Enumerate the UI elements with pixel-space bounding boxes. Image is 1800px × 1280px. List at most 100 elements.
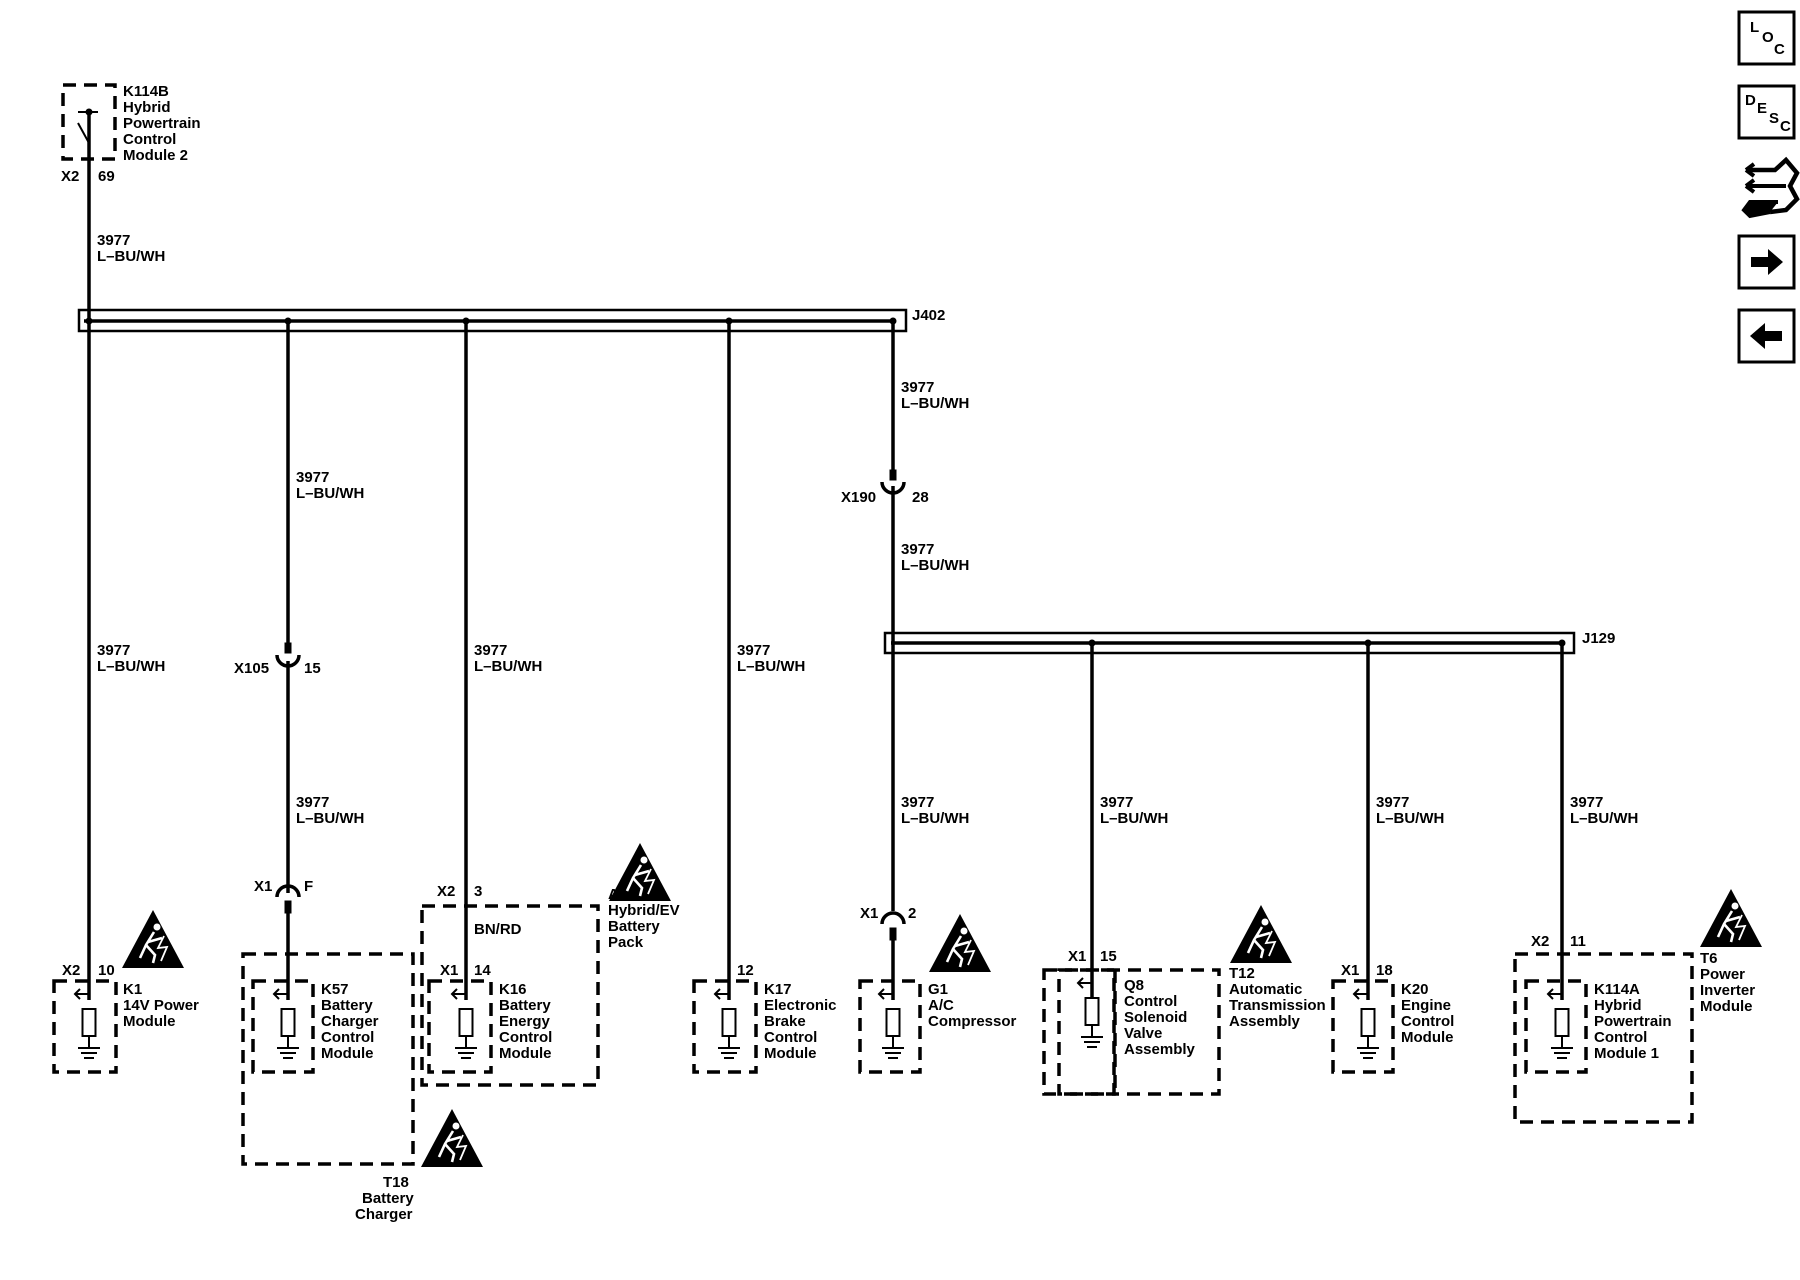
k16-label-0: K16: [499, 981, 527, 998]
a4-label-1: Hybrid/EV: [608, 902, 680, 919]
x190-connector-label: X190: [841, 489, 876, 506]
module-k17: 12 K17 Electronic Brake Control Module: [692, 962, 837, 1074]
a4-label-2: Battery: [608, 918, 660, 935]
loc-letter-l: L: [1750, 19, 1759, 36]
k20-label-3: Module: [1401, 1029, 1454, 1046]
k114a-connector-label: X2: [1531, 933, 1549, 950]
svg-text:L–BU/WH: L–BU/WH: [1100, 810, 1168, 827]
connector-icon[interactable]: [1741, 156, 1800, 219]
high-voltage-warning-icon: [120, 908, 186, 970]
k1-pin-label: 10: [98, 962, 115, 979]
k17-label-1: Electronic: [764, 997, 837, 1014]
x190-pin-label: 28: [912, 489, 929, 506]
k1-label-0: K1: [123, 981, 142, 998]
desc-letter-c: C: [1780, 118, 1791, 135]
t6-label-1: Power: [1700, 966, 1745, 983]
high-voltage-warning-icon: [927, 912, 993, 974]
svg-text:3977: 3977: [97, 232, 130, 249]
desc-button[interactable]: D E S C: [1737, 84, 1796, 140]
svg-text:L–BU/WH: L–BU/WH: [296, 810, 364, 827]
svg-text:3977: 3977: [737, 642, 770, 659]
k114b-pin-label: 69: [98, 168, 115, 185]
k16-pin-label: 14: [474, 962, 491, 979]
q8-label-0: Q8: [1124, 977, 1144, 994]
t6-label-2: Inverter: [1700, 982, 1755, 999]
module-t6: T6 Power Inverter Module: [1513, 887, 1764, 1124]
k57-label-1: Battery: [321, 997, 373, 1014]
high-voltage-warning-icon: [419, 1107, 485, 1169]
k114b-label-1: Hybrid: [123, 99, 171, 116]
svg-text:L–BU/WH: L–BU/WH: [97, 658, 165, 675]
next-button[interactable]: [1737, 234, 1796, 290]
splice-j402: J402: [77, 307, 945, 333]
g1-label-2: Compressor: [928, 1013, 1017, 1030]
prev-button[interactable]: [1737, 308, 1796, 364]
q8-connector-label: X1: [1068, 948, 1086, 965]
k20-label-2: Control: [1401, 1013, 1454, 1030]
k114a-label-0: K114A: [1594, 981, 1640, 998]
k17-label-4: Module: [764, 1045, 817, 1062]
svg-text:3977: 3977: [474, 642, 507, 659]
module-g1: G1 A/C Compressor: [858, 912, 1017, 1074]
t12-label-1: Automatic: [1229, 981, 1302, 998]
desc-letter-s: S: [1769, 110, 1779, 127]
splice-j129-label: J129: [1582, 630, 1615, 647]
module-k114b: K114B Hybrid Powertrain Control Module 2…: [61, 83, 201, 185]
q8-label-4: Assembly: [1124, 1041, 1196, 1058]
t12-label-0: T12: [1229, 965, 1255, 982]
module-k57: K57 Battery Charger Control Module: [251, 979, 379, 1074]
inline-connector-g1: X1 2: [860, 905, 916, 941]
k16-label-1: Battery: [499, 997, 551, 1014]
k114a-label-2: Powertrain: [1594, 1013, 1672, 1030]
a4-label-3: Pack: [608, 934, 644, 951]
q8-label-2: Solenoid: [1124, 1009, 1187, 1026]
loc-button[interactable]: L O C: [1737, 10, 1796, 66]
inline-connector-x190: X190 28: [841, 469, 929, 506]
svg-text:L–BU/WH: L–BU/WH: [97, 248, 165, 265]
module-t12: T12 Automatic Transmission Assembly: [1228, 903, 1326, 1030]
module-k16: X1 14 K16 Battery Energy Control Module: [427, 962, 552, 1074]
svg-text:3977: 3977: [901, 794, 934, 811]
high-voltage-warning-icon: [607, 841, 673, 903]
svg-text:L–BU/WH: L–BU/WH: [901, 557, 969, 574]
g1-label-0: G1: [928, 981, 948, 998]
k57-label-0: K57: [321, 981, 349, 998]
k16-label-3: Control: [499, 1029, 552, 1046]
module-k114a: X2 11 K114A Hybrid Powertrain Control Mo…: [1524, 933, 1672, 1074]
x105-pin-label: 15: [304, 660, 321, 677]
k17-label-3: Control: [764, 1029, 817, 1046]
desc-letter-e: E: [1757, 100, 1767, 117]
k17-label-2: Brake: [764, 1013, 806, 1030]
k57-label-3: Control: [321, 1029, 374, 1046]
svg-text:3977: 3977: [97, 642, 130, 659]
k57-label-2: Charger: [321, 1013, 379, 1030]
inline-connector-x1f: X1 F: [254, 878, 313, 914]
k114b-label-4: Module 2: [123, 147, 188, 164]
svg-text:L–BU/WH: L–BU/WH: [737, 658, 805, 675]
k114a-label-4: Module 1: [1594, 1045, 1659, 1062]
svg-text:3977: 3977: [296, 794, 329, 811]
k20-pin-label: 18: [1376, 962, 1393, 979]
k20-label-0: K20: [1401, 981, 1429, 998]
inline-connector-x105: X105 15: [234, 642, 321, 677]
k114b-label-2: Powertrain: [123, 115, 201, 132]
g1-connector-label: X1: [860, 905, 878, 922]
k17-pin-label: 12: [737, 962, 754, 979]
q8-label-1: Control: [1124, 993, 1177, 1010]
svg-text:3977: 3977: [1570, 794, 1603, 811]
k114b-label-3: Control: [123, 131, 176, 148]
k114a-label-1: Hybrid: [1594, 997, 1642, 1014]
k1-label-1: 14V Power: [123, 997, 199, 1014]
svg-text:3977: 3977: [296, 469, 329, 486]
svg-text:L–BU/WH: L–BU/WH: [1570, 810, 1638, 827]
module-a4: X2 3 BN/RD A4 Hybrid/EV Battery Pack: [420, 841, 680, 1087]
t18-label-1: Battery: [362, 1190, 414, 1207]
t6-label-0: T6: [1700, 950, 1718, 967]
